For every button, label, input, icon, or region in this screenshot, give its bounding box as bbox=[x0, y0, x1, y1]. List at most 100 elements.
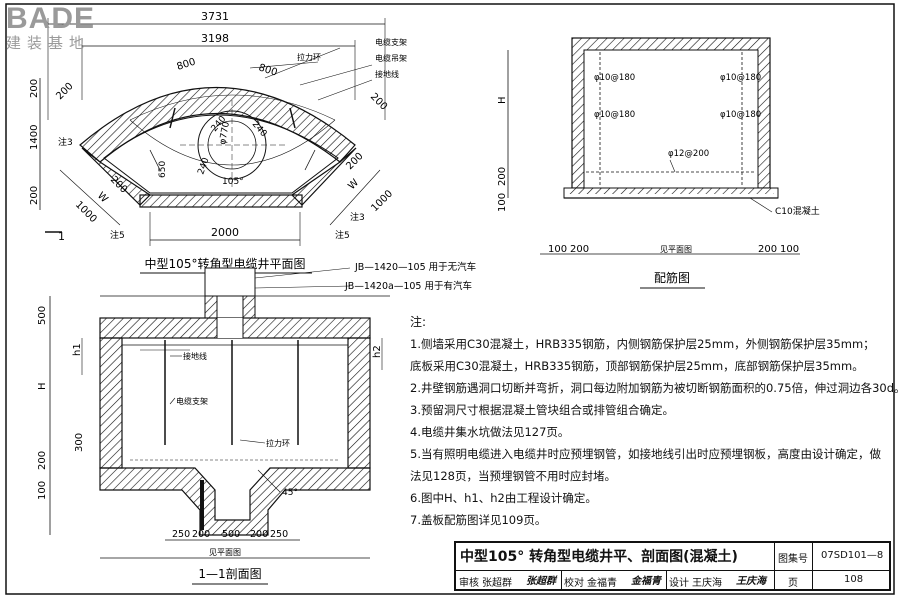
section-bottom-500: 500 bbox=[222, 529, 240, 540]
drawing-title: 中型105° 转角型电缆井平、剖面图(混凝土) bbox=[460, 549, 738, 565]
label-note3-right: 注3 bbox=[350, 211, 365, 223]
section-bottom-200b: 200 bbox=[250, 529, 268, 540]
designer-name: 王庆海 bbox=[692, 578, 722, 589]
title-block-row1: 中型105° 转角型电缆井平、剖面图(混凝土) 图集号 07SD101—8 bbox=[456, 543, 889, 571]
section-dim-500: 500 bbox=[37, 306, 48, 325]
section-bottom-200a: 200 bbox=[192, 529, 210, 540]
dim-w-left: W bbox=[95, 190, 110, 205]
section-ground-wire: 接地线 bbox=[183, 351, 207, 361]
label-cable-bracket: 电缆支架 bbox=[375, 37, 407, 47]
rebar-dim-200: 200 bbox=[497, 167, 508, 186]
section-dim-h1: h1 bbox=[72, 343, 83, 356]
rebar-bottom-200a: 200 bbox=[570, 244, 589, 255]
label-note3-left: 注3 bbox=[58, 136, 73, 148]
note-line-8: 6.图中H、h1、h2由工程设计确定。 bbox=[410, 491, 597, 505]
dim-650: 650 bbox=[158, 161, 168, 178]
notes-title: 注: bbox=[410, 315, 427, 329]
section-bottom-250b: 250 bbox=[270, 529, 288, 540]
plan-title: 中型105°转角型电缆井平面图 bbox=[145, 256, 306, 271]
rebar-label-2: φ10@180 bbox=[594, 110, 635, 120]
note-line-7: 法见128页，当预埋钢管不用时应封堵。 bbox=[410, 469, 616, 483]
section-dim-h2: h2 bbox=[372, 345, 383, 358]
dim-200-left: 200 bbox=[108, 174, 129, 195]
rebar-label-5: φ12@200 bbox=[668, 149, 709, 159]
rebar-label-1: φ10@180 bbox=[594, 73, 635, 83]
rebar-title: 配筋图 bbox=[654, 270, 690, 285]
dim-left-1400: 1400 bbox=[29, 125, 40, 150]
section-dim-100: 100 bbox=[37, 481, 48, 500]
plan-outer-wall bbox=[79, 87, 356, 163]
dim-800-left: 800 bbox=[176, 56, 198, 72]
dim-800-right: 800 bbox=[257, 62, 279, 78]
reviewer-signature: 张超群 bbox=[526, 576, 556, 587]
note-line-9: 7.盖板配筋图详见109页。 bbox=[410, 513, 547, 527]
check-label: 校对 bbox=[564, 578, 584, 589]
logo-main: BADE bbox=[6, 2, 96, 35]
reviewer-name: 张超群 bbox=[482, 578, 512, 589]
dim-1000-left: 1000 bbox=[73, 199, 99, 225]
bade-logo: BADE 建装基地 bbox=[6, 2, 96, 53]
rebar-dim-100: 100 bbox=[497, 193, 508, 212]
dim-105-angle: 105° bbox=[222, 177, 244, 187]
page-label: 页 bbox=[788, 578, 798, 589]
designer-signature: 王庆海 bbox=[736, 576, 766, 587]
dim-left-200a: 200 bbox=[29, 79, 40, 98]
rebar-view: φ10@180 φ10@180 φ10@180 φ10@180 φ12@200 … bbox=[497, 37, 820, 289]
dim-left-top-200: 200 bbox=[54, 81, 75, 102]
section-jb2: JB—1420a—105 用于有汽车 bbox=[344, 280, 472, 292]
checker-signature: 金福青 bbox=[631, 576, 661, 587]
rebar-bottom-mid: 见平面图 bbox=[660, 245, 692, 254]
page-number: 108 bbox=[844, 574, 864, 585]
section-title: 1—1剖面图 bbox=[198, 567, 261, 581]
dim-left-200b: 200 bbox=[29, 186, 40, 205]
section-pull-ring: 拉力环 bbox=[266, 438, 290, 448]
section-view: 45° 接地线 电缆支架 拉力环 JB—1420—105 用于无汽车 JB—14… bbox=[37, 261, 476, 585]
atlas-label: 图集号 bbox=[778, 554, 808, 565]
rebar-bottom-100b: 100 bbox=[780, 244, 799, 255]
section-bottom-note: 见平面图 bbox=[209, 548, 241, 557]
title-block: 中型105° 转角型电缆井平、剖面图(混凝土) 图集号 07SD101—8 审核… bbox=[454, 541, 891, 591]
section-cable-bracket: 电缆支架 bbox=[176, 396, 208, 406]
rebar-c10: C10混凝土 bbox=[775, 205, 820, 217]
cut-mark: 1 bbox=[58, 230, 65, 243]
rebar-bottom-200b: 200 bbox=[758, 244, 777, 255]
dim-2000: 2000 bbox=[211, 226, 239, 239]
plan-bottom-wall bbox=[139, 194, 303, 208]
sheet-border bbox=[5, 3, 895, 595]
label-cable-hanger: 电缆吊架 bbox=[375, 53, 407, 63]
rebar-label-3: φ10@180 bbox=[720, 73, 761, 83]
rebar-label-4: φ10@180 bbox=[720, 110, 761, 120]
section-dim-H: H bbox=[37, 382, 48, 390]
label-note5-right: 注5 bbox=[335, 229, 350, 241]
note-line-3: 2.井壁钢筋遇洞口切断并弯折，洞口每边附加钢筋为被切断钢筋面积的0.75倍，伸过… bbox=[410, 381, 900, 395]
note-line-6: 5.当有照明电缆进入电缆井时应预埋钢管，如接地线引出时应预埋钢板，高度由设计确定… bbox=[410, 447, 881, 461]
section-dim-300: 300 bbox=[74, 433, 85, 452]
label-note5-left: 注5 bbox=[110, 229, 125, 241]
dim-w-right: W bbox=[346, 177, 361, 192]
section-angle: 45° bbox=[282, 488, 298, 498]
checker-name: 金福青 bbox=[587, 578, 617, 589]
dim-240-low: 240 bbox=[196, 156, 211, 176]
rebar-bottom-100a: 100 bbox=[548, 244, 567, 255]
dim-3731: 3731 bbox=[201, 10, 229, 23]
note-line-2: 底板采用C30混凝土，HRB335钢筋，顶部钢筋保护层25mm，底部钢筋保护层3… bbox=[410, 359, 864, 373]
dim-3198: 3198 bbox=[201, 32, 229, 45]
atlas-number: 07SD101—8 bbox=[821, 550, 884, 561]
dim-right-top-200: 200 bbox=[368, 91, 389, 112]
section-dim-200: 200 bbox=[37, 451, 48, 470]
dim-770: φ770 bbox=[218, 121, 232, 146]
note-line-1: 1.侧墙采用C30混凝土，HRB335钢筋，内侧钢筋保护层25mm，外侧钢筋保护… bbox=[410, 337, 875, 351]
notes-block: 注: 1.侧墙采用C30混凝土，HRB335钢筋，内侧钢筋保护层25mm，外侧钢… bbox=[410, 311, 900, 531]
design-label: 设计 bbox=[669, 578, 689, 589]
label-ground-wire: 接地线 bbox=[375, 69, 399, 79]
rebar-dim-h: H bbox=[497, 96, 508, 104]
label-pull-ring: 拉力环 bbox=[297, 52, 321, 62]
note-line-4: 3.预留洞尺寸根据混凝土管块组合或排管组合确定。 bbox=[410, 403, 674, 417]
section-bottom-250a: 250 bbox=[172, 529, 190, 540]
note-line-5: 4.电缆井集水坑做法见127页。 bbox=[410, 425, 570, 439]
logo-sub: 建装基地 bbox=[6, 34, 91, 52]
section-jb1: JB—1420—105 用于无汽车 bbox=[354, 261, 476, 273]
dim-1000-right: 1000 bbox=[369, 188, 395, 214]
review-label: 审核 bbox=[459, 578, 479, 589]
